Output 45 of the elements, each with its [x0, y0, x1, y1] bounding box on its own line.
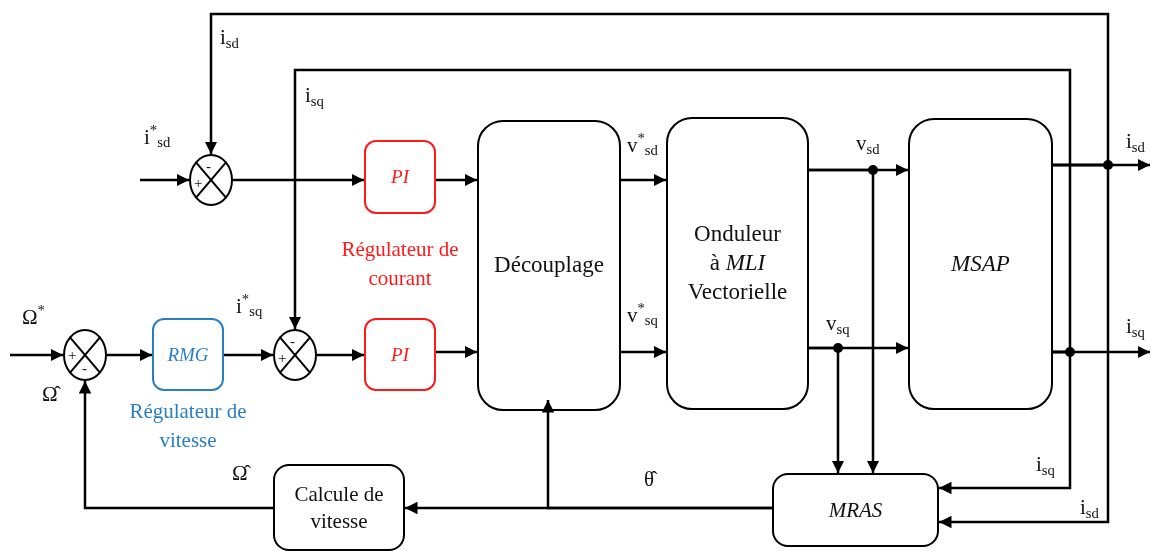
arrow: [233, 173, 364, 187]
signal-label: i$_{sd}$: [1126, 130, 1145, 155]
caption-text: Régulateur de courant: [340, 236, 460, 293]
arrow: [10, 348, 63, 362]
caption-text: Régulateur de vitesse: [128, 398, 248, 455]
summing-junction: [273, 329, 317, 381]
block-box: PI: [364, 318, 436, 391]
arrow: [78, 381, 273, 510]
sign-label: +: [278, 351, 287, 366]
signal-label: i$_{sq}$: [305, 84, 324, 109]
arrow: [140, 173, 189, 187]
sign-label: -: [206, 159, 211, 174]
arrow: [224, 348, 273, 362]
block-box: MSAP: [908, 118, 1053, 410]
arrow: [939, 163, 1110, 529]
arrow: [436, 173, 477, 187]
summing-junction: [189, 154, 233, 206]
block-box: MRAS: [772, 473, 939, 547]
arrow: [809, 346, 845, 473]
signal-label: θ̂: [644, 468, 655, 492]
signal-label: i$_{sq}$: [1036, 453, 1055, 478]
sign-label: +: [194, 176, 203, 191]
signal-label: Ω$^{*}$: [22, 302, 45, 329]
block-box: Découplage: [477, 120, 621, 411]
sign-label: +: [68, 348, 77, 363]
signal-label: i$_{sd}$: [220, 26, 239, 51]
arrow: [621, 173, 666, 187]
signal-label: v$_{sd}$: [856, 132, 880, 157]
arrow: [621, 345, 666, 359]
arrow: [107, 348, 152, 362]
arrow: [541, 400, 772, 510]
arrow: [317, 348, 364, 362]
block-box: RMG: [152, 318, 224, 391]
arrow: [436, 345, 477, 359]
sign-label: -: [82, 361, 87, 376]
signal-label: i$_{sd}$: [1080, 496, 1099, 521]
block-box: Calcule de vitesse: [273, 464, 405, 551]
sign-label: -: [290, 334, 295, 349]
signal-label: v$_{sq}$: [826, 312, 850, 337]
summing-junction: [63, 329, 107, 381]
arrow: [939, 350, 1072, 495]
block-box: PI: [364, 140, 436, 214]
block-box: Onduleur à MLI Vectorielle: [666, 117, 809, 410]
signal-label: i$_{sq}$: [1126, 315, 1145, 340]
arrow: [809, 168, 880, 473]
